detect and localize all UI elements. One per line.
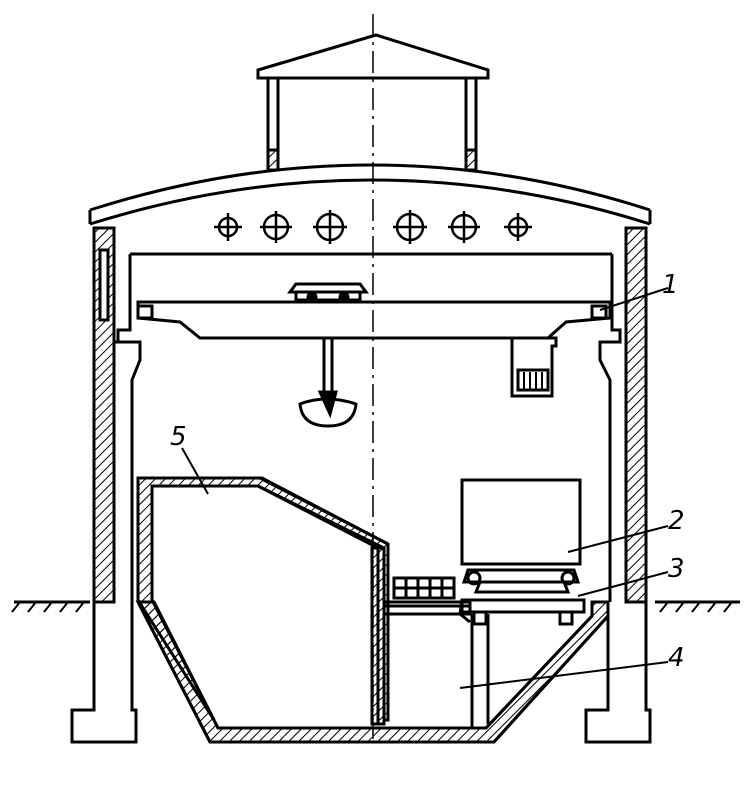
callout-1: 1 (662, 270, 679, 300)
callout-2: 2 (668, 506, 685, 536)
vent-openings (214, 210, 532, 244)
right-wall (624, 226, 648, 604)
stored-blocks (392, 576, 456, 600)
callout-3: 3 (668, 554, 685, 584)
left-foundation (70, 602, 138, 744)
railcar (460, 478, 582, 594)
leader-lines (181, 287, 669, 689)
callout-5: 5 (170, 422, 187, 452)
left-column (114, 254, 142, 602)
callout-4: 4 (668, 643, 685, 673)
overhead-crane (136, 282, 612, 428)
rail-platform (458, 598, 586, 626)
right-foundation (584, 602, 652, 744)
bunker-pit (135, 476, 610, 744)
right-column (598, 254, 622, 602)
ground-line (11, 600, 740, 613)
arched-roof (88, 163, 652, 226)
left-wall (92, 226, 116, 604)
